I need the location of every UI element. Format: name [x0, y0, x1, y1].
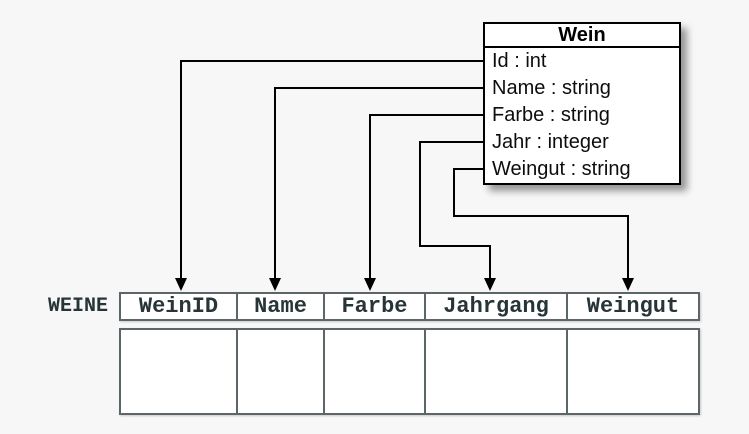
class-attribute-id: Id : int	[492, 50, 547, 72]
column-header-jahrgang: Jahrgang	[426, 294, 568, 319]
column-header-name: Name	[238, 294, 325, 319]
connector-farbe-to-farbe	[369, 114, 485, 280]
empty-cell-farbe	[325, 330, 426, 413]
arrowhead-icon	[269, 278, 281, 291]
column-header-farbe: Farbe	[325, 294, 426, 319]
empty-cell-name	[238, 330, 325, 413]
table-name-label: WEINE	[47, 295, 108, 318]
connector-name-to-name	[274, 87, 485, 280]
column-header-weinid: WeinID	[121, 294, 238, 319]
arrowhead-icon	[175, 278, 187, 291]
arrowhead-icon	[622, 278, 634, 291]
connector-id-to-weinid	[180, 60, 485, 280]
empty-cell-weingut	[568, 330, 698, 413]
class-attribute-farbe: Farbe : string	[492, 104, 610, 126]
class-attribute-name: Name : string	[492, 77, 611, 99]
column-header-weingut: Weingut	[586, 294, 680, 319]
empty-cell-weinid	[121, 330, 238, 413]
table-empty-body-row	[119, 328, 700, 415]
class-attribute-weingut: Weingut : string	[492, 158, 631, 180]
connector-jahr-to-jahrgang	[419, 141, 491, 280]
arrowhead-icon	[364, 278, 376, 291]
empty-cell-jahrgang	[426, 330, 568, 413]
class-title: Wein	[485, 24, 679, 48]
arrowhead-icon	[484, 278, 496, 291]
connector-weingut-to-weingut	[453, 168, 629, 280]
class-attribute-jahr: Jahr : integer	[492, 131, 609, 153]
